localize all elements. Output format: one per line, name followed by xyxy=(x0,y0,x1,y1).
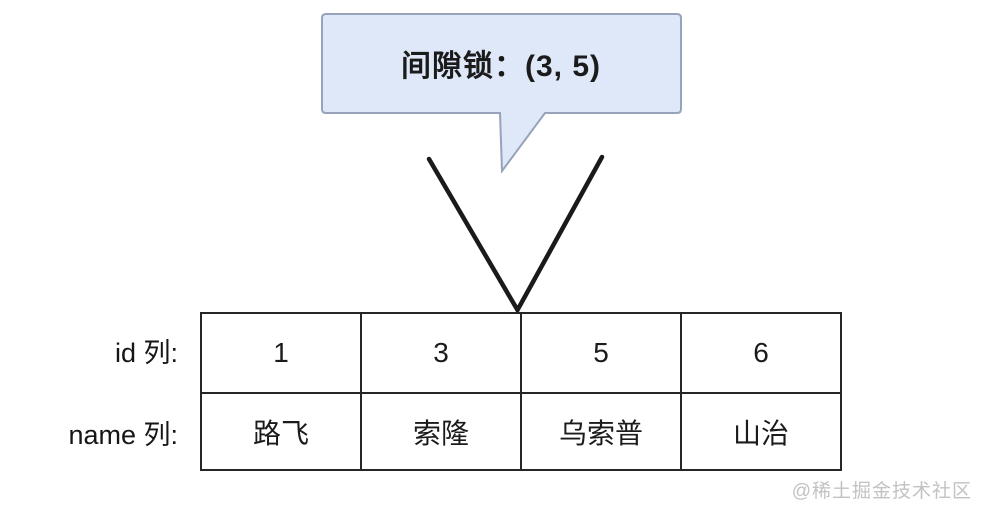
name-cell: 索隆 xyxy=(360,392,522,471)
name-row: 路飞 索隆 乌索普 山治 xyxy=(200,392,842,471)
gap-lock-callout-label: 间隙锁：(3, 5) xyxy=(400,50,602,83)
name-cell: 乌索普 xyxy=(520,392,682,471)
watermark-text: @稀土掘金技术社区 xyxy=(791,481,972,502)
id-cell: 3 xyxy=(360,312,522,394)
id-cell: 1 xyxy=(200,312,362,394)
id-row-label: id 列: xyxy=(114,338,178,368)
name-cell: 路飞 xyxy=(200,392,362,471)
callout-bubble-shape xyxy=(321,13,682,174)
id-row: 1 3 5 6 xyxy=(200,312,842,394)
gap-pointer-lines xyxy=(426,154,605,315)
id-cell: 6 xyxy=(680,312,842,394)
id-cell: 5 xyxy=(520,312,682,394)
records-table: 1 3 5 6 路飞 索隆 乌索普 山治 xyxy=(200,312,842,471)
name-cell: 山治 xyxy=(680,392,842,471)
name-row-label: name 列: xyxy=(68,420,178,450)
